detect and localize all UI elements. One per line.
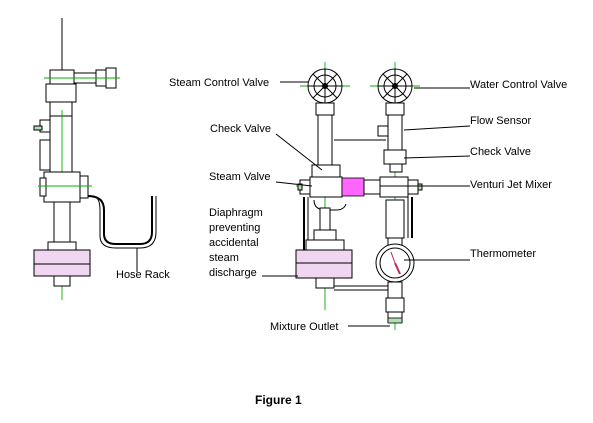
leader-lines (262, 81, 471, 327)
label-diaphragm-line-3: accidental (209, 237, 259, 249)
label-mixture-outlet: Mixture Outlet (270, 321, 338, 333)
label-check-valve-right: Check Valve (470, 146, 531, 158)
venturi-jet-mixer (341, 176, 423, 198)
label-diaphragm-line-5: discharge (209, 267, 257, 279)
label-water-control-valve: Water Control Valve (470, 79, 567, 91)
label-diaphragm-line-2: preventing (209, 222, 260, 234)
label-diaphragm-line-1: Diaphragm (209, 207, 263, 219)
label-diaphragm-line-4: steam (209, 252, 239, 264)
steam-control-handwheel (307, 68, 343, 104)
label-thermometer: Thermometer (470, 248, 536, 260)
label-steam-valve: Steam Valve (209, 171, 271, 183)
label-venturi-jet-mixer: Venturi Jet Mixer (470, 179, 552, 191)
front-view-unit (295, 62, 425, 330)
side-view-unit (33, 18, 157, 300)
label-steam-control-valve: Steam Control Valve (169, 77, 269, 89)
label-flow-sensor: Flow Sensor (470, 115, 531, 127)
label-hose-rack: Hose Rack (116, 269, 170, 281)
label-check-valve-left: Check Valve (210, 123, 271, 135)
thermometer-gauge (375, 243, 415, 283)
water-control-handwheel (377, 68, 413, 104)
figure-caption: Figure 1 (255, 393, 302, 407)
